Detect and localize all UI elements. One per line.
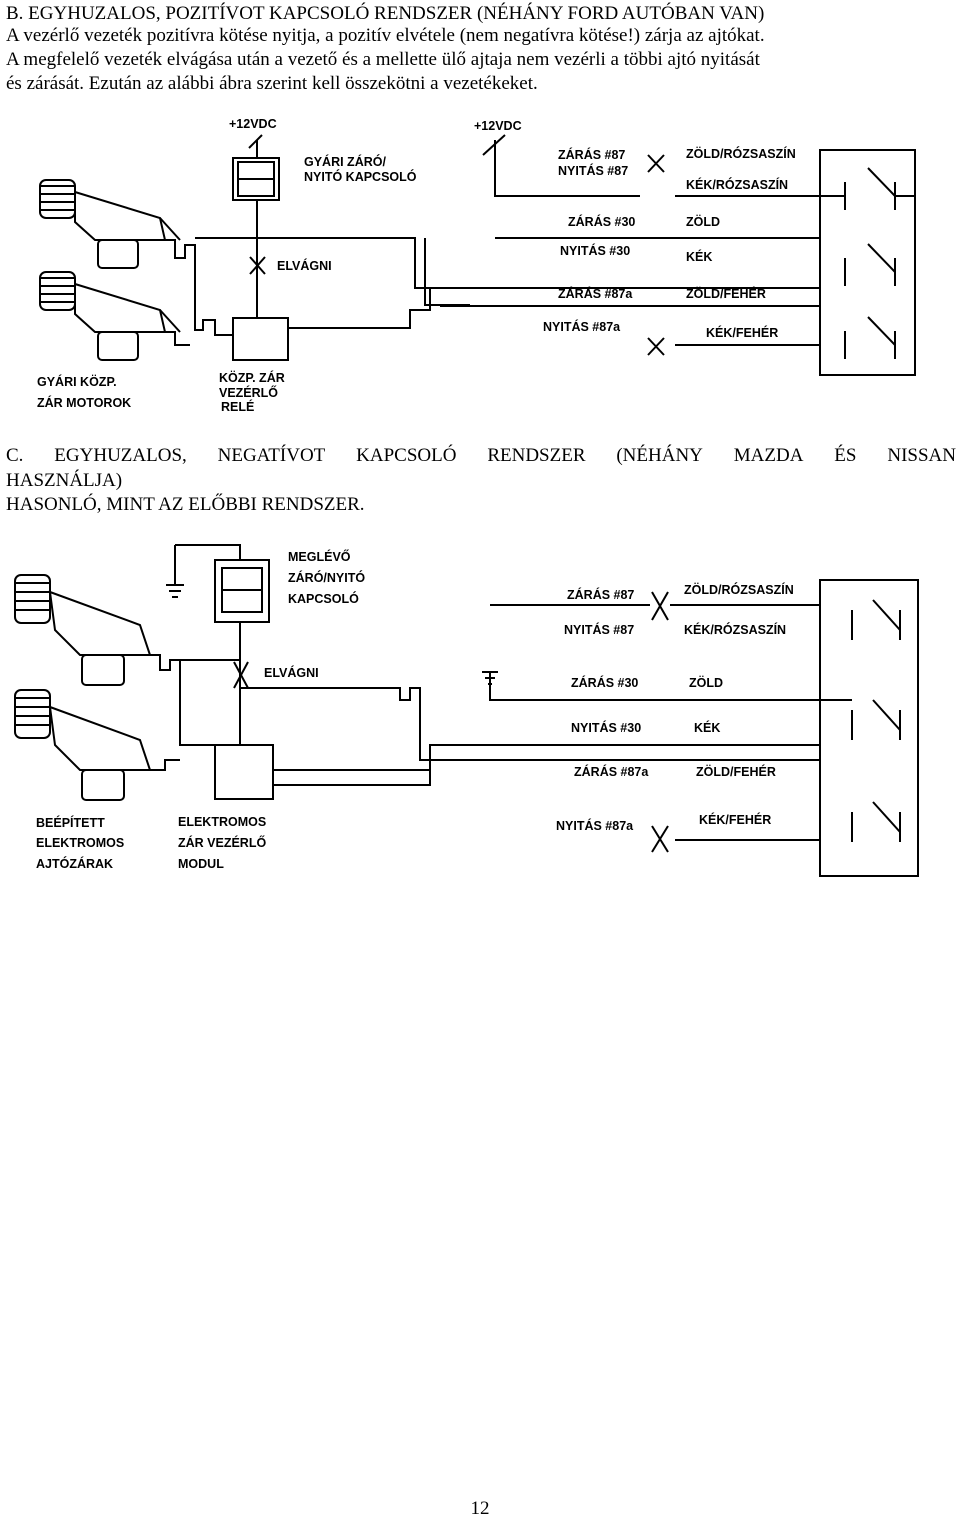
wire-pin-5: ZÁRÁS #87a — [558, 286, 633, 301]
wire-pin-1: ZÁRÁS #87 — [567, 587, 634, 602]
section-c-word: (NÉHÁNY — [616, 445, 703, 466]
plus12-left-label: +12VDC — [229, 117, 277, 131]
door-lock-motor-icon — [14, 689, 152, 801]
wire-pin-1: ZÁRÁS #87 — [558, 147, 625, 162]
section-c-word: C. — [6, 445, 24, 466]
wire-pin-3: ZÁRÁS #30 — [568, 214, 635, 229]
relay-label-1: KÖZP. ZÁR — [219, 370, 285, 385]
switch-label-3: KAPCSOLÓ — [288, 591, 359, 606]
section-b-line-1: A vezérlő vezeték pozitívra kötése nyitj… — [6, 25, 765, 46]
motors-label-1: GYÁRI KÖZP. — [37, 374, 117, 389]
section-c-line-2: HASZNÁLJA) — [6, 470, 123, 491]
plus12-right-label: +12VDC — [474, 119, 522, 133]
door-lock-motor-icon — [14, 574, 152, 686]
motors-label-3: AJTÓZÁRAK — [36, 856, 113, 871]
module-label-1: ELEKTROMOS — [178, 815, 266, 829]
door-lock-motor-icon — [39, 179, 181, 269]
page-number: 12 — [470, 1498, 490, 1519]
wire-pin-5: ZÁRÁS #87a — [574, 764, 649, 779]
wire-color-3: ZÖLD — [689, 675, 723, 690]
module-label-2: ZÁR VEZÉRLŐ — [178, 835, 266, 850]
module-label-3: MODUL — [178, 857, 224, 871]
motors-label-2: ELEKTROMOS — [36, 836, 124, 850]
wire-color-3: ZÖLD — [686, 214, 720, 229]
section-c-title: C. EGYHUZALOS, NEGATÍVOT KAPCSOLÓ RENDSZ… — [6, 445, 956, 466]
wire-color-2: KÉK/RÓZSASZÍN — [686, 177, 788, 192]
switch-label-1: MEGLÉVŐ — [288, 549, 351, 564]
wire-color-6: KÉK/FEHÉR — [706, 325, 778, 340]
wiring-diagram-b: +12VDC +12VDC GYÁRI ZÁRÓ/ NYITÓ KAPCSOLÓ… — [37, 117, 916, 414]
section-b-line-3: és zárását. Ezután az alábbi ábra szerin… — [6, 73, 538, 94]
switch-label-2: NYITÓ KAPCSOLÓ — [304, 169, 417, 184]
wire-pin-3: ZÁRÁS #30 — [571, 675, 638, 690]
wire-pin-2: NYITÁS #87 — [564, 622, 634, 637]
wire-pin-4: NYITÁS #30 — [571, 720, 641, 735]
section-c-word: ÉS — [834, 445, 857, 466]
wire-color-1: ZÖLD/RÓZSASZÍN — [686, 146, 796, 161]
switch-label-1: GYÁRI ZÁRÓ/ — [304, 154, 386, 169]
wire-color-4: KÉK — [686, 249, 712, 264]
wire-color-5: ZÖLD/FEHÉR — [686, 286, 766, 301]
section-b-line-2: A megfelelő vezeték elvágása után a veze… — [6, 49, 760, 70]
section-c-word: RENDSZER — [487, 445, 586, 466]
section-c-line-3: HASONLÓ, MINT AZ ELŐBBI RENDSZER. — [6, 494, 365, 515]
relay-label-2: VEZÉRLŐ — [219, 385, 278, 400]
section-c-word: NISSAN — [887, 445, 956, 466]
relay-label-3: RELÉ — [221, 399, 254, 414]
wire-color-2: KÉK/RÓZSASZÍN — [684, 622, 786, 637]
wire-pin-4: NYITÁS #30 — [560, 243, 630, 258]
motors-label-1: BEÉPÍTETT — [36, 815, 105, 830]
wire-color-5: ZÖLD/FEHÉR — [696, 764, 776, 779]
wire-pin-6: NYITÁS #87a — [543, 319, 621, 334]
wire-pin-2: NYITÁS #87 — [558, 163, 628, 178]
section-b-title: B. EGYHUZALOS, POZITÍVOT KAPCSOLÓ RENDSZ… — [6, 3, 765, 24]
section-c-word: NEGATÍVOT — [217, 445, 326, 466]
section-c-word: EGYHUZALOS, — [54, 445, 187, 466]
wire-color-1: ZÖLD/RÓZSASZÍN — [684, 582, 794, 597]
cut-label: ELVÁGNI — [277, 258, 332, 273]
wire-color-6: KÉK/FEHÉR — [699, 812, 771, 827]
cut-label: ELVÁGNI — [264, 665, 319, 680]
section-c-word: KAPCSOLÓ — [356, 445, 457, 466]
wire-pin-6: NYITÁS #87a — [556, 818, 634, 833]
switch-label-2: ZÁRÓ/NYITÓ — [288, 570, 365, 585]
wire-color-4: KÉK — [694, 720, 720, 735]
wiring-diagram-c: MEGLÉVŐ ZÁRÓ/NYITÓ KAPCSOLÓ ZÁRÁS #87 ZÖ… — [14, 544, 919, 877]
door-lock-motor-icon — [39, 271, 181, 361]
motors-label-2: ZÁR MOTOROK — [37, 395, 131, 410]
section-c-word: MAZDA — [733, 445, 804, 466]
